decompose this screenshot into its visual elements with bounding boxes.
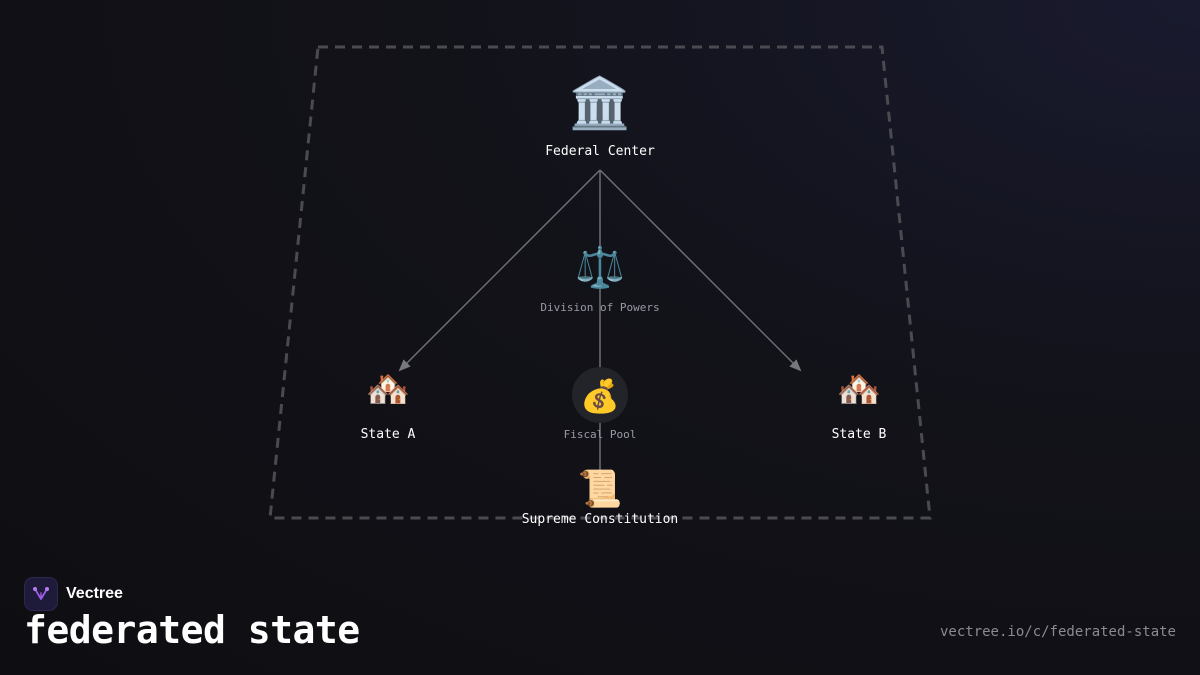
money-bag-icon: 💰 [580,377,620,415]
edge-federal-to-state-b [599,169,802,372]
state-b-houses-icon: 🏘️ [836,369,882,410]
supreme-constitution-label: Supreme Constitution [521,512,679,527]
fiscal-pool-label: Fiscal Pool [563,428,637,441]
vectree-logo-icon [24,577,58,611]
balance-scale-icon: ⚖️ [575,245,625,291]
page-url[interactable]: vectree.io/c/federated-state [939,624,1176,640]
state-a-houses-icon: 🏘️ [365,369,411,410]
classical-building-icon: 🏛️ [568,74,632,132]
page-title: federated state [24,608,360,652]
brand-name: Vectree [66,585,123,602]
state-b-label: State B [831,427,887,442]
federal-center-label: Federal Center [545,144,655,159]
scroll-icon: 📜 [577,469,623,510]
federation-boundary [268,45,932,520]
fiscal-pool-circle [572,367,628,423]
state-a-label: State A [360,427,416,442]
brand[interactable]: Vectree [24,577,123,611]
division-of-powers-label: Division of Powers [540,301,660,314]
edge-federal-to-state-a [398,169,601,372]
